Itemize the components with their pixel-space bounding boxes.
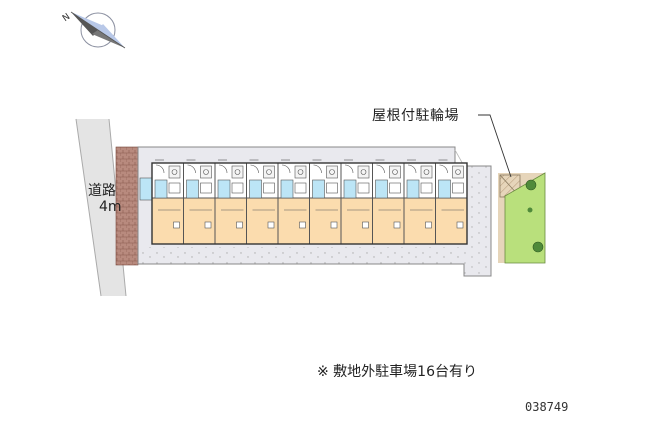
unit-wc [168,182,181,194]
unit-stair [186,179,199,199]
unit-bath [389,165,401,179]
unit-fixture [266,169,272,175]
unit-closet [236,221,243,229]
unit-stair [375,179,388,199]
unit-wc [231,182,244,194]
unit-wc [357,182,370,194]
unit-stair [154,179,168,199]
unit-door [344,164,354,174]
unit-fixture [329,169,335,175]
unit-bath [326,165,338,179]
unit-bath [420,165,433,179]
unit-bath [168,165,181,179]
unit-door [187,164,196,174]
compass-north-letter: N [61,12,72,24]
unit-fixture [203,169,209,175]
unit-floor [151,197,184,245]
unit-floor [372,197,405,245]
unit-stair [438,179,451,199]
unit-stair [343,179,357,199]
unit-door [407,164,417,174]
unit-door [439,164,448,174]
unit-door [250,164,259,174]
unit-wc [389,182,401,194]
unit-stair [312,179,325,199]
unit-stair [249,179,262,199]
unit-wc [420,182,433,194]
unit-wc [294,182,307,194]
unit-fixture [455,169,461,175]
unit-wc [200,182,212,194]
compass-rose: N [61,11,126,49]
unit-door [376,164,385,174]
garden [504,172,546,264]
unit-floor [246,197,279,245]
unit-closet [267,221,275,229]
unit-fixture [360,169,367,175]
covered-bike-parking-label: 屋根付駐輪場 [372,108,459,124]
unit-floor [435,197,468,245]
unit-wc [326,182,338,194]
unit-bath [452,165,464,179]
unit-door [281,164,291,174]
bike-label-leader [478,114,512,178]
end-stair [139,177,153,201]
unit-closet [204,221,212,229]
property-code: 038749 [525,400,569,414]
unit-closet [299,221,306,229]
unit-wc [452,182,464,194]
unit-floor [340,197,373,245]
unit-floor [277,197,310,245]
unit-wc [263,182,275,194]
unit-bath [231,165,244,179]
unit-closet [173,221,180,229]
unit-bath [263,165,275,179]
unit-floor [214,197,247,245]
unit-closet [456,221,464,229]
unit-bath [357,165,370,179]
unit-fixture [234,169,241,175]
unit-door [155,164,165,174]
building-outline [151,162,468,245]
unit-floor [183,197,216,245]
unit-closet [393,221,401,229]
unit-bath [294,165,307,179]
unit-floor [309,197,342,245]
unit-fixture [423,169,430,175]
unit-stair [217,179,231,199]
unit-stair [406,179,420,199]
road-width-label: 4m [99,199,122,215]
unit-closet [362,221,369,229]
offsite-parking-note: ※ 敷地外駐車場16台有り [317,364,477,380]
unit-closet [425,221,432,229]
unit-fixture [297,169,304,175]
unit-fixture [171,169,178,175]
unit-fixture [392,169,398,175]
unit-door [218,164,228,174]
unit-stair [280,179,294,199]
unit-closet [330,221,338,229]
building [139,159,468,245]
unit-bath [200,165,212,179]
unit-floor [403,197,436,245]
unit-door [313,164,322,174]
road-label: 道路 [88,183,116,199]
